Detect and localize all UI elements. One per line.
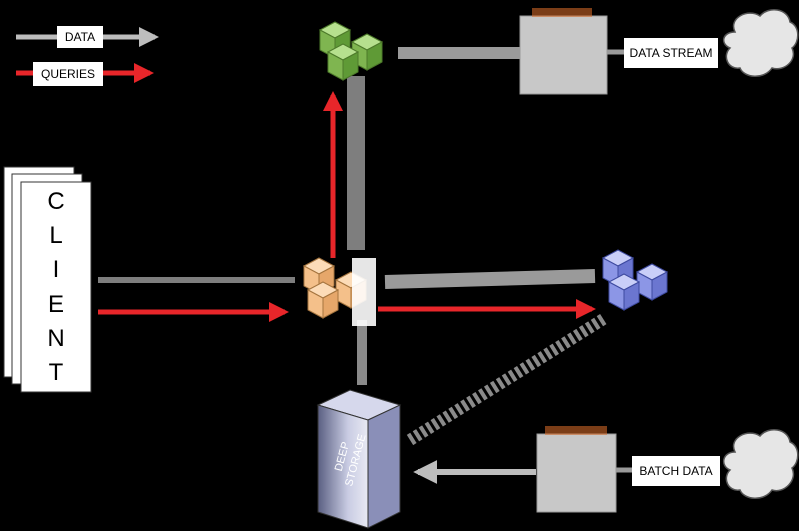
stream-processor-label-blur — [532, 8, 592, 17]
broker-cubes — [302, 257, 376, 326]
cloud-icon-batch — [723, 429, 799, 499]
client-box — [20, 181, 92, 393]
legend-data-label: DATA — [57, 26, 103, 48]
data-flows — [98, 47, 632, 484]
legend-queries-label: QUERIES — [33, 62, 103, 86]
client-stack — [3, 166, 92, 393]
query-flows — [98, 91, 596, 322]
batch-processor — [536, 426, 617, 513]
storage-to-historical-data — [406, 312, 609, 446]
stream-processor — [519, 8, 608, 95]
client-letter: E — [47, 290, 64, 318]
client-letter: I — [52, 256, 60, 284]
data-stream-label: DATA STREAM — [624, 38, 718, 68]
deep-storage-icon — [316, 389, 402, 529]
client-letter: C — [47, 188, 65, 216]
client-letter: T — [48, 358, 64, 386]
batch-data-label: BATCH DATA — [632, 456, 720, 486]
batch-processor-label-blur — [545, 426, 607, 435]
client-letter: L — [49, 222, 63, 250]
realtime-cubes — [318, 21, 384, 81]
client-letter: N — [47, 324, 65, 352]
historical-to-broker-data — [384, 269, 596, 289]
cloud-icon-stream — [723, 9, 799, 77]
historical-cubes — [601, 249, 669, 311]
coordinator-strip — [352, 258, 376, 326]
client-label: C L I E N T — [22, 185, 90, 390]
